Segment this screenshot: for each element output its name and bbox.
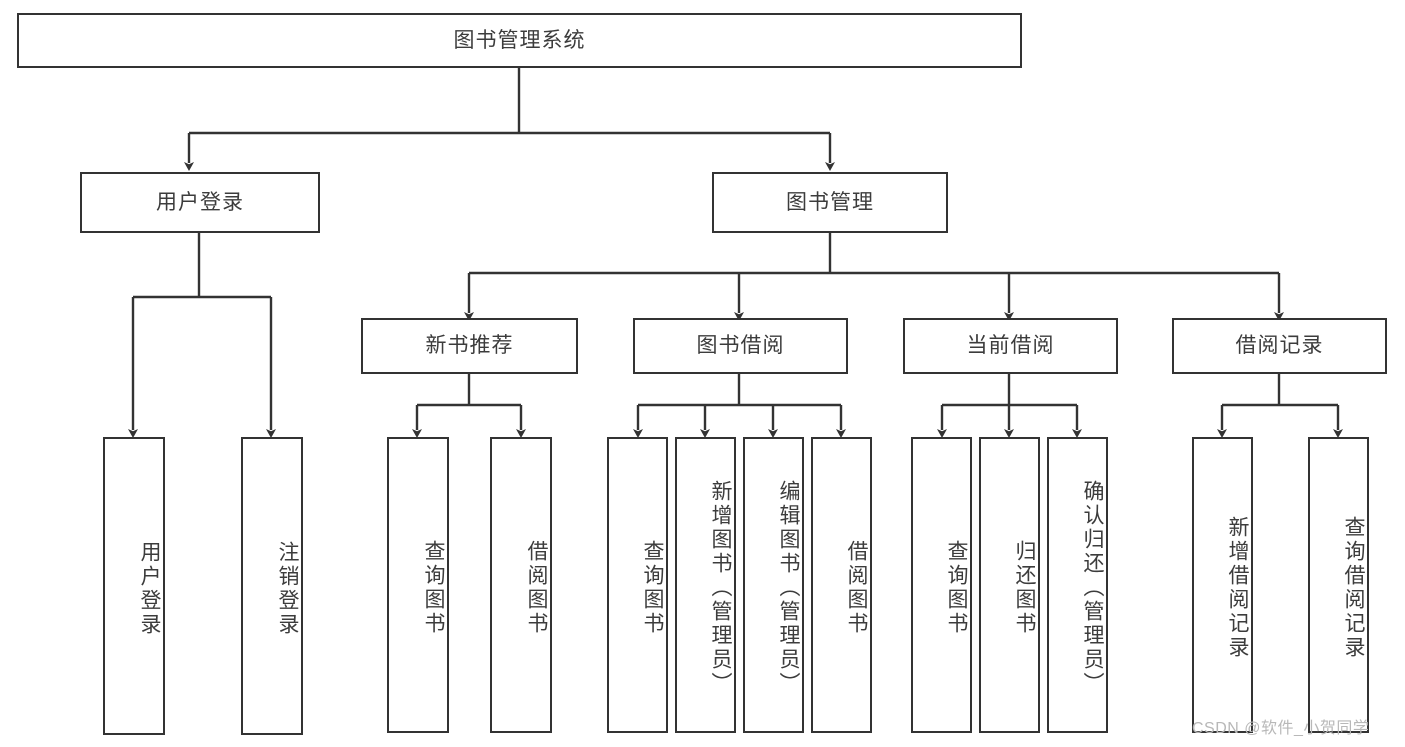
node-book-management-label: 图书管理 — [786, 190, 874, 214]
node-book-management[interactable]: 图书管理 — [712, 172, 948, 233]
leaf-book-borrow-borrow-label: 借阅图书 — [845, 540, 868, 636]
leaf-borrow-record-add-label: 新增借阅记录 — [1226, 516, 1249, 660]
node-current-borrow[interactable]: 当前借阅 — [903, 318, 1118, 374]
node-user-login[interactable]: 用户登录 — [80, 172, 320, 233]
node-new-book-recommend-label: 新书推荐 — [425, 334, 514, 358]
node-book-borrow-label: 图书借阅 — [696, 334, 785, 358]
node-user-login-label: 用户登录 — [156, 190, 244, 214]
leaf-new-book-query[interactable]: 查询图书 — [387, 437, 449, 733]
leaf-new-book-borrow[interactable]: 借阅图书 — [490, 437, 552, 733]
leaf-borrow-record-query[interactable]: 查询借阅记录 — [1308, 437, 1369, 733]
node-new-book-recommend[interactable]: 新书推荐 — [361, 318, 578, 374]
leaf-new-book-borrow-label: 借阅图书 — [525, 540, 548, 636]
leaf-current-borrow-return[interactable]: 归还图书 — [979, 437, 1040, 733]
node-root-system[interactable]: 图书管理系统 — [17, 13, 1022, 68]
leaf-user-login-logout-label: 注销登录 — [276, 541, 299, 637]
node-borrow-record[interactable]: 借阅记录 — [1172, 318, 1387, 374]
leaf-book-borrow-edit[interactable]: 编辑图书（管理员） — [743, 437, 804, 733]
leaf-current-borrow-query[interactable]: 查询图书 — [911, 437, 972, 733]
leaf-book-borrow-borrow[interactable]: 借阅图书 — [811, 437, 872, 733]
leaf-current-borrow-return-label: 归还图书 — [1013, 540, 1036, 636]
leaf-book-borrow-edit-label: 编辑图书（管理员） — [777, 480, 800, 696]
leaf-book-borrow-query[interactable]: 查询图书 — [607, 437, 668, 733]
leaf-current-borrow-query-label: 查询图书 — [945, 540, 968, 636]
leaf-book-borrow-add-label: 新增图书（管理员） — [709, 480, 732, 696]
csdn-watermark: CSDN @软件_小贺同学 — [1192, 720, 1370, 737]
node-book-borrow[interactable]: 图书借阅 — [633, 318, 848, 374]
node-borrow-record-label: 借阅记录 — [1235, 334, 1324, 358]
leaf-user-login-logout[interactable]: 注销登录 — [241, 437, 303, 735]
node-root-system-label: 图书管理系统 — [453, 28, 586, 52]
node-current-borrow-label: 当前借阅 — [966, 334, 1055, 358]
leaf-borrow-record-add[interactable]: 新增借阅记录 — [1192, 437, 1253, 733]
leaf-book-borrow-add[interactable]: 新增图书（管理员） — [675, 437, 736, 733]
leaf-current-borrow-confirm-return[interactable]: 确认归还（管理员） — [1047, 437, 1108, 733]
leaf-user-login-login[interactable]: 用户登录 — [103, 437, 165, 735]
leaf-user-login-login-label: 用户登录 — [138, 541, 161, 637]
leaf-borrow-record-query-label: 查询借阅记录 — [1342, 516, 1365, 660]
leaf-current-borrow-confirm-return-label: 确认归还（管理员） — [1081, 480, 1104, 696]
leaf-new-book-query-label: 查询图书 — [422, 540, 445, 636]
leaf-book-borrow-query-label: 查询图书 — [641, 540, 664, 636]
